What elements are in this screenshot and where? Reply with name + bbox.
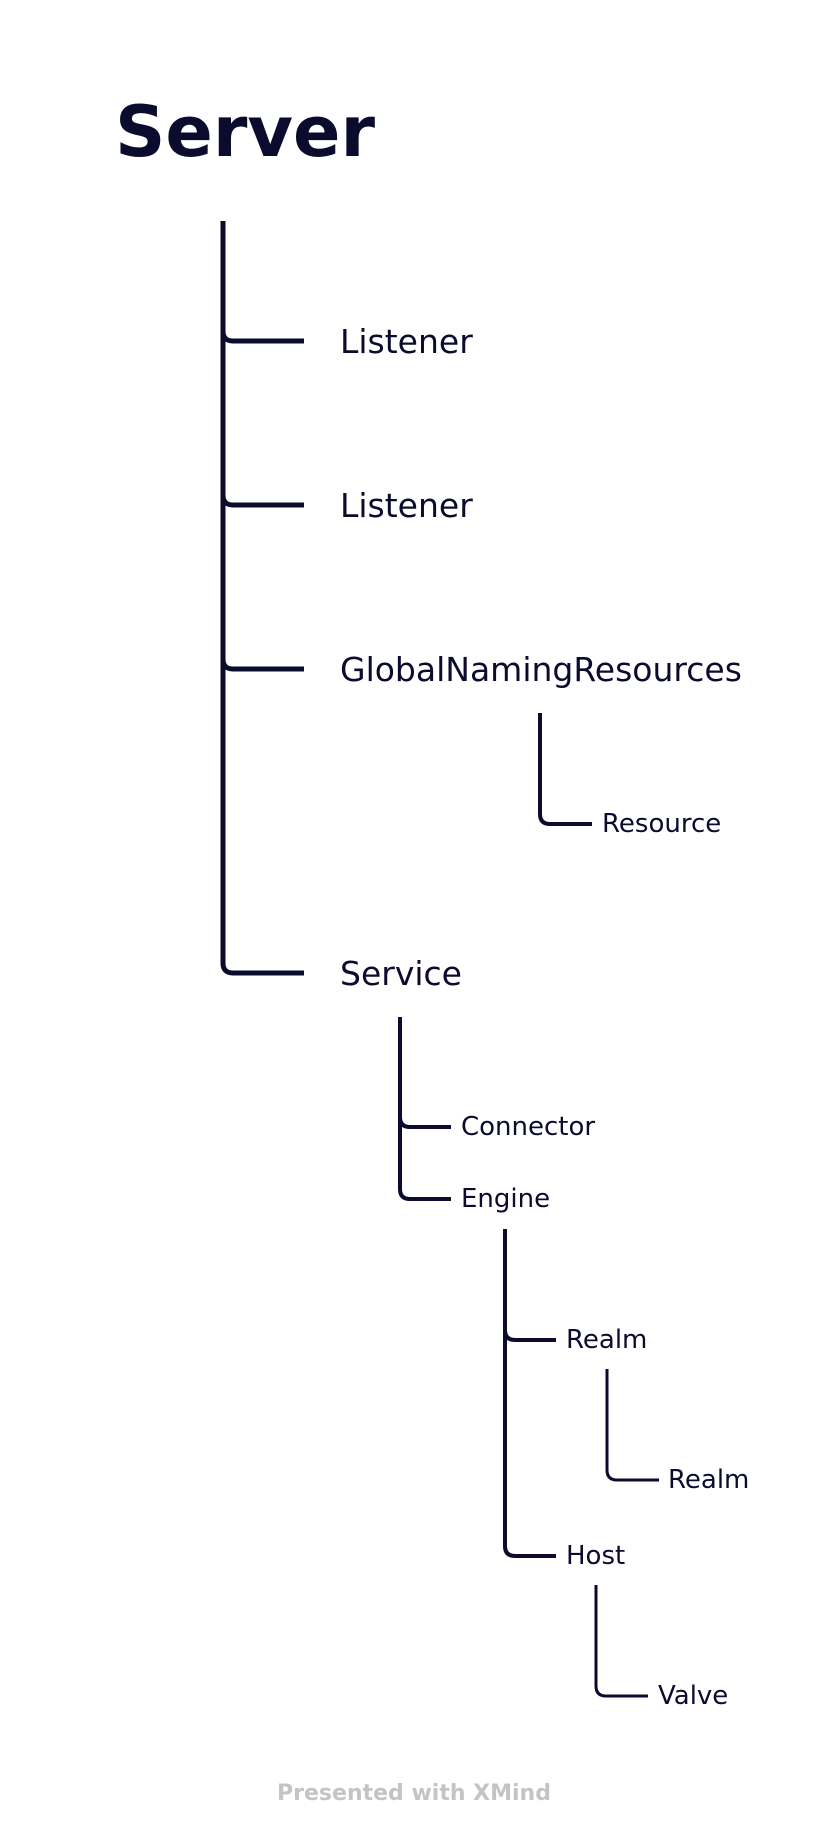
node-host[interactable]: Host xyxy=(566,1541,626,1571)
node-listener-1[interactable]: Listener xyxy=(340,322,473,361)
node-service[interactable]: Service xyxy=(340,954,462,993)
connector-server-service xyxy=(220,659,304,976)
node-engine[interactable]: Engine xyxy=(461,1184,551,1214)
node-valve[interactable]: Valve xyxy=(658,1681,729,1711)
node-resource[interactable]: Resource xyxy=(602,809,722,839)
node-realm-engine[interactable]: Realm xyxy=(566,1325,648,1355)
connector-engine-host xyxy=(503,1330,556,1558)
node-realm-nested[interactable]: Realm xyxy=(668,1465,750,1495)
connector-server-listener-2 xyxy=(220,331,304,508)
footer-credit: Presented with XMind xyxy=(277,1781,551,1806)
connector-host-valve xyxy=(594,1585,648,1698)
connector-service-connector xyxy=(398,1017,451,1129)
connector-server-globalnaming xyxy=(220,495,304,672)
root-node-server[interactable]: Server xyxy=(115,91,376,173)
node-global-naming-resources[interactable]: GlobalNamingResources xyxy=(340,650,742,689)
connector-realm-realm xyxy=(605,1369,659,1482)
connector-service-engine xyxy=(398,1117,451,1201)
connector-engine-realm xyxy=(503,1229,556,1342)
node-listener-2[interactable]: Listener xyxy=(340,486,473,525)
node-connector[interactable]: Connector xyxy=(461,1112,596,1142)
connector-server-listener-1 xyxy=(220,221,304,344)
connector-globalnaming-resource xyxy=(538,713,592,826)
